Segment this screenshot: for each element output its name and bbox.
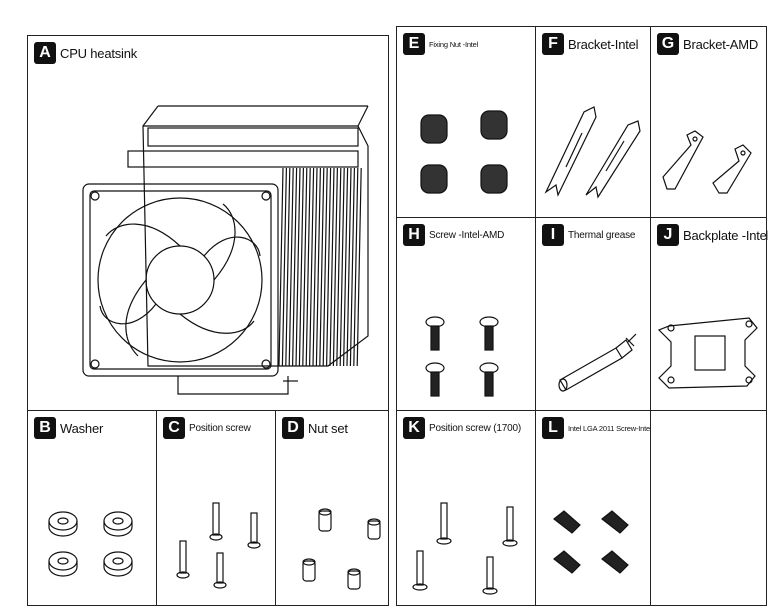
heatsink-fin (339, 167, 345, 367)
badge-g: G (657, 33, 679, 55)
lga2011-screw-illustration (553, 510, 629, 574)
label-screw-intel-amd: Screw -Intel-AMD (429, 229, 505, 241)
panel-fixing-nut-intel: E Fixing Nut -Intel (396, 26, 536, 218)
panel-empty (650, 410, 767, 606)
badge-d: D (282, 417, 304, 439)
badge-l: L (542, 417, 564, 439)
bracket-amd-illustration (662, 130, 752, 194)
cpu-heatsink-illustration (82, 105, 369, 395)
label-position-screw-1700: Position screw (1700) (429, 422, 521, 434)
label-fixing-nut-intel: Fixing Nut -Intel (429, 39, 479, 49)
heatsink-fin (281, 167, 287, 367)
label-lga2011-screw: Intel LGA 2011 Screw-Intel (568, 423, 652, 433)
heatsink-fin (322, 167, 328, 367)
thermal-grease-illustration (558, 333, 637, 392)
heatsink-fin (288, 167, 294, 367)
heatsink-fin (278, 167, 284, 367)
label-thermal-grease: Thermal grease (568, 229, 636, 241)
label-bracket-amd: Bracket-AMD (683, 36, 759, 52)
heatsink-fin (349, 167, 355, 367)
panel-screw-intel-amd: H Screw -Intel-AMD (396, 217, 536, 411)
heatsink-fin (332, 167, 338, 367)
heatsink-fin (346, 167, 352, 367)
bracket-intel-illustration (544, 106, 641, 199)
heatsink-fin (305, 167, 311, 367)
position-screw-1700-illustration (412, 502, 518, 595)
label-backplate-intel: Backplate -Intel (683, 227, 768, 243)
backplate-intel-illustration (657, 317, 758, 389)
label-washer: Washer (60, 420, 104, 436)
heatsink-fin (319, 167, 325, 367)
badge-h: H (403, 224, 425, 246)
washer-illustration (48, 511, 133, 577)
heatsink-fin (353, 167, 359, 367)
badge-a: A (34, 42, 56, 64)
badge-i: I (542, 224, 564, 246)
heatsink-fin (292, 167, 298, 367)
heatsink-fin (336, 167, 342, 367)
badge-c: C (163, 417, 185, 439)
heatsink-fin (329, 167, 335, 367)
heatsink-fin (343, 167, 349, 367)
heatsink-fin (312, 167, 318, 367)
heatsink-fin (326, 167, 332, 367)
panel-thermal-grease: I Thermal grease (535, 217, 651, 411)
badge-j: J (657, 224, 679, 246)
heatsink-fin (298, 167, 304, 367)
heatsink-fin (309, 167, 315, 367)
heatsink-fin (302, 167, 308, 367)
panel-position-screw-1700: K Position screw (1700) (396, 410, 536, 606)
panel-lga2011-screw: L Intel LGA 2011 Screw-Intel (535, 410, 652, 606)
badge-f: F (542, 33, 564, 55)
badge-b: B (34, 417, 56, 439)
panel-position-screw: C Position screw (156, 410, 276, 606)
heatsink-fin (315, 167, 321, 367)
label-nut-set: Nut set (308, 420, 348, 436)
heatsink-fin (356, 167, 362, 367)
badge-e: E (403, 33, 425, 55)
heatsink-fin (295, 167, 301, 367)
badge-k: K (403, 417, 425, 439)
label-position-screw: Position screw (189, 422, 251, 434)
screw-intel-amd-illustration (425, 316, 499, 397)
nut-set-illustration (302, 508, 381, 590)
position-screw-illustration (176, 502, 261, 589)
fixing-nut-illustration (420, 110, 508, 194)
heatsink-fin (285, 167, 291, 367)
label-bracket-intel: Bracket-Intel (568, 36, 639, 52)
label-cpu-heatsink: CPU heatsink (60, 45, 138, 61)
